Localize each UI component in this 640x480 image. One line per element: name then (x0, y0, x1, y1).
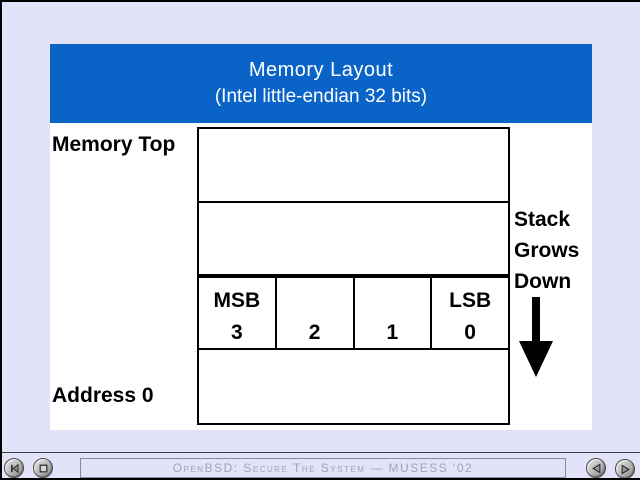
memory-row-top (199, 129, 508, 203)
byte-cell-number: 2 (308, 320, 321, 344)
byte-order-row: MSB 3 2 1 LSB 0 (199, 278, 508, 350)
slide-title: Memory Layout (248, 59, 394, 81)
down-arrow-icon (519, 297, 553, 377)
byte-cell-number: 0 (464, 320, 476, 344)
next-slide-button[interactable] (615, 459, 635, 478)
byte-cell-2: 2 (277, 278, 355, 348)
byte-cell-0: LSB 0 (432, 278, 508, 348)
byte-cell-number: 1 (386, 320, 399, 344)
previous-slide-button[interactable] (586, 458, 606, 478)
skip-to-start-icon (10, 463, 18, 473)
status-text: OpenBSD: Secure The System — MUSESS '02 (172, 461, 474, 475)
slide-canvas: Memory Layout (Intel little-endian 32 bi… (50, 44, 592, 430)
stop-icon (39, 464, 47, 472)
memory-row-bottom (199, 350, 508, 423)
slide-title-band: Memory Layout (Intel little-endian 32 bi… (50, 44, 592, 123)
memory-layout-table: MSB 3 2 1 LSB 0 (197, 127, 510, 425)
stack-grows-down-label: Stack Grows Down (514, 204, 579, 297)
skip-to-start-button[interactable] (4, 458, 24, 478)
memory-top-label: Memory Top (52, 133, 176, 156)
triangle-right-icon (621, 464, 630, 474)
stack-word: Grows (514, 239, 580, 262)
byte-cell-3: MSB 3 (199, 278, 277, 348)
byte-cell-1: 1 (355, 278, 433, 348)
stop-button[interactable] (33, 458, 53, 478)
stack-word: Down (514, 270, 572, 293)
byte-cell-tag: MSB (213, 288, 261, 312)
address-zero-label: Address 0 (52, 384, 154, 407)
byte-cell-number: 3 (231, 320, 243, 344)
status-box: OpenBSD: Secure The System — MUSESS '02 (80, 458, 566, 478)
triangle-left-icon (591, 463, 600, 473)
stack-word: Stack (514, 208, 571, 231)
memory-row-middle (199, 203, 508, 278)
statusbar-divider (2, 452, 640, 453)
slide-subtitle: (Intel little-endian 32 bits) (214, 86, 428, 107)
byte-cell-tag: LSB (449, 288, 492, 312)
